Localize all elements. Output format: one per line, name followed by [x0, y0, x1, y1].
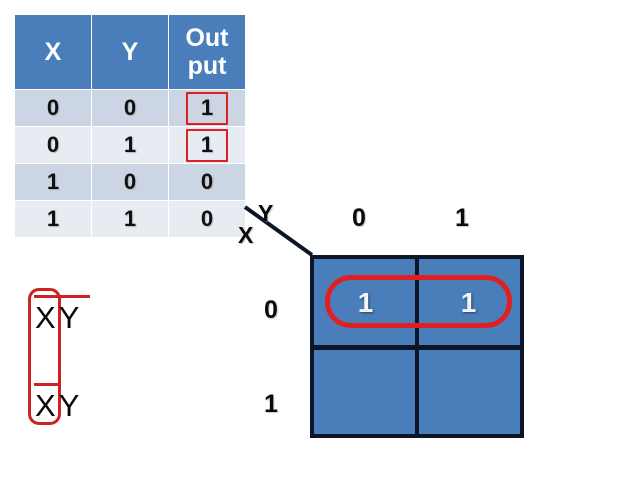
truth-table: X Y Out put 0 0 1 0 1 1 1 0 0 1 1 0	[14, 14, 246, 238]
kmap-col-header-0: 0	[352, 204, 366, 232]
cell-y: 0	[91, 163, 169, 201]
cell-output-value: 0	[200, 206, 214, 231]
kmap-col-header-1: 1	[455, 204, 469, 232]
cell-x: 0	[14, 126, 92, 164]
expression-minterm-1: XY	[34, 295, 90, 336]
cell-x-value: 1	[46, 206, 60, 231]
cell-output: 0	[168, 163, 246, 201]
truth-table-body: 0 0 1 0 1 1 1 0 0 1 1 0	[14, 89, 246, 238]
truth-table-header: X Y Out put	[14, 14, 246, 90]
cell-y: 1	[91, 200, 169, 238]
cell-output-value: 1	[185, 128, 229, 162]
column-header-y: Y	[91, 14, 169, 90]
cell-x: 0	[14, 89, 92, 127]
kmap-row-variable-label: X	[238, 222, 254, 248]
column-header-x: X	[14, 14, 92, 90]
expr2-term-x-bar: X	[34, 383, 59, 423]
boolean-expressions: XY XY	[28, 288, 138, 433]
output-header-line1: Out	[185, 24, 229, 52]
expression-group-highlight-box	[28, 288, 61, 425]
kmap-cell-10[interactable]	[314, 346, 417, 434]
kmap-row-header-0: 0	[264, 296, 278, 324]
output-header-line2: put	[187, 52, 227, 80]
cell-output-highlighted: 1	[168, 126, 246, 164]
kmap-cell-11[interactable]	[417, 346, 520, 434]
kmap-grid: 1 1	[310, 255, 524, 438]
cell-output-value: 1	[185, 91, 229, 125]
kmap-diagonal-divider-icon	[243, 205, 314, 257]
expr1-term-x-bar: X	[34, 295, 59, 335]
table-row: 0 1 1	[14, 126, 246, 164]
kmap-horizontal-divider	[314, 344, 520, 350]
expr2-term-y: Y	[58, 388, 81, 423]
kmap-corner-header: Y X	[236, 198, 316, 260]
cell-output-highlighted: 1	[168, 89, 246, 127]
cell-y-value: 1	[123, 132, 137, 157]
table-row: 1 1 0	[14, 200, 246, 238]
cell-x: 1	[14, 200, 92, 238]
cell-y: 0	[91, 89, 169, 127]
cell-output: 0	[168, 200, 246, 238]
kmap-cell-01[interactable]: 1	[417, 259, 520, 347]
kmap-row-header-1: 1	[264, 390, 278, 418]
cell-y-value: 0	[123, 95, 137, 120]
cell-x-value: 0	[46, 95, 60, 120]
column-header-output: Out put	[168, 14, 246, 90]
kmap-cell-00[interactable]: 1	[314, 259, 417, 347]
cell-y: 1	[91, 126, 169, 164]
cell-x-value: 1	[46, 169, 60, 194]
cell-output-value: 0	[200, 169, 214, 194]
expr1-term-y-bar: Y	[55, 295, 90, 335]
cell-y-value: 0	[123, 169, 137, 194]
truth-table-header-row: X Y Out put	[14, 14, 246, 90]
karnaugh-map: Y X 0 1 0 1 1 1	[236, 198, 536, 448]
cell-x-value: 0	[46, 132, 60, 157]
table-row: 0 0 1	[14, 89, 246, 127]
expression-minterm-2: XY	[34, 383, 81, 424]
cell-x: 1	[14, 163, 92, 201]
table-row: 1 0 0	[14, 163, 246, 201]
cell-y-value: 1	[123, 206, 137, 231]
kmap-col-variable-label: Y	[258, 200, 274, 226]
